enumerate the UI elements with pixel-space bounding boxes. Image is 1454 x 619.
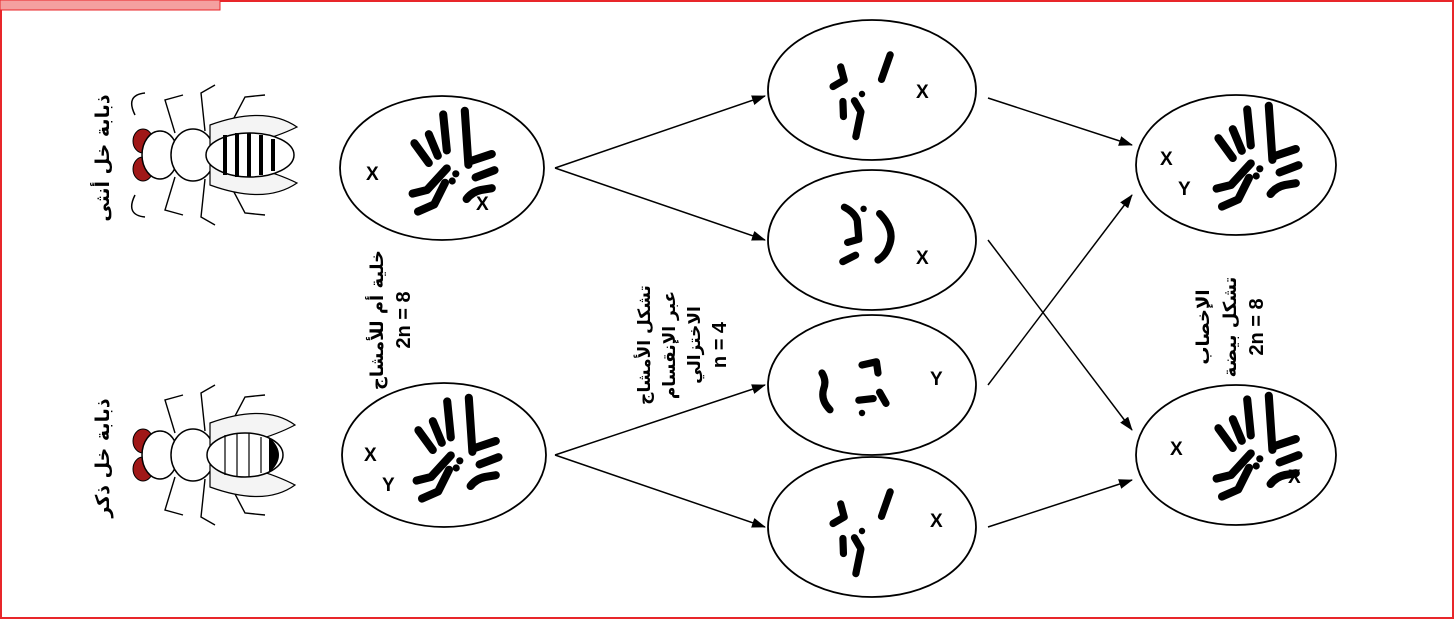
arrow-gamete3-to-zygote1 xyxy=(987,194,1133,386)
svg-text:Y: Y xyxy=(1178,179,1191,200)
svg-text:Y: Y xyxy=(382,475,395,496)
arrow-male-to-gamete3 xyxy=(554,384,766,456)
svg-text:X: X xyxy=(930,511,943,532)
svg-text:X: X xyxy=(1170,439,1183,460)
label-fert-line1: الإخصاب xyxy=(1193,289,1214,365)
label-female-fly: ذبابة خل أنثى xyxy=(85,93,121,223)
arrow-female-to-gamete2 xyxy=(554,167,766,241)
svg-text:X: X xyxy=(1160,149,1173,170)
cell-male-mother: X Y xyxy=(341,382,547,528)
label-gamete-line1: تشكل الأمشاج xyxy=(635,285,655,405)
cell-zygote-1: X Y xyxy=(1135,94,1337,236)
cell-gamete-1: X xyxy=(767,19,977,161)
cell-gamete-3: Y xyxy=(767,314,977,456)
cell-zygote-2: X X xyxy=(1135,384,1337,526)
svg-text:Y: Y xyxy=(930,369,943,390)
fruit-fly-male-icon xyxy=(132,384,297,526)
arrow-gamete2-to-zygote2 xyxy=(987,239,1133,431)
label-mother-cell-line2: 2n = 8 xyxy=(393,291,415,349)
label-male-fly: ذبابة خل ذكر xyxy=(85,393,121,523)
cell-gamete-4: X xyxy=(767,456,977,598)
fruit-fly-female-icon xyxy=(130,84,299,226)
label-fert-line2: تشكل بيضة xyxy=(1220,276,1241,378)
svg-text:X: X xyxy=(366,164,379,185)
label-fert-line3: 2n = 8 xyxy=(1246,298,1268,356)
arrow-male-to-gamete4 xyxy=(554,454,766,528)
arrow-female-to-gamete1 xyxy=(554,95,766,169)
label-gamete-formation: تشكل الأمشاج عبر الإنقسام الاختزالي n = … xyxy=(633,255,743,435)
arrow-gamete1-to-zygote1 xyxy=(987,97,1133,146)
cell-female-mother: X X xyxy=(339,95,545,241)
svg-text:X: X xyxy=(916,82,929,103)
cell-gamete-2: X xyxy=(767,169,977,311)
label-fertilization: الإخصاب تشكل بيضة 2n = 8 xyxy=(1190,262,1280,392)
svg-text:X: X xyxy=(916,248,929,269)
label-gamete-line4: n = 4 xyxy=(709,321,731,369)
svg-text:X: X xyxy=(1288,467,1301,488)
svg-text:X: X xyxy=(364,445,377,466)
label-gamete-line2: عبر الإنقسام xyxy=(660,290,680,400)
label-gamete-line3: الاختزالي xyxy=(685,306,705,384)
label-male-fly-text: ذبابة خل ذكر xyxy=(92,398,114,518)
label-female-fly-text: ذبابة خل أنثى xyxy=(92,94,114,222)
svg-text:X: X xyxy=(476,194,489,215)
label-mother-cell-line1: خلية أم للأمشاج xyxy=(367,249,388,391)
frame-corner-tab xyxy=(0,0,221,11)
label-mother-cell: خلية أم للأمشاج 2n = 8 xyxy=(365,225,425,415)
arrow-gamete4-to-zygote2 xyxy=(987,479,1133,528)
